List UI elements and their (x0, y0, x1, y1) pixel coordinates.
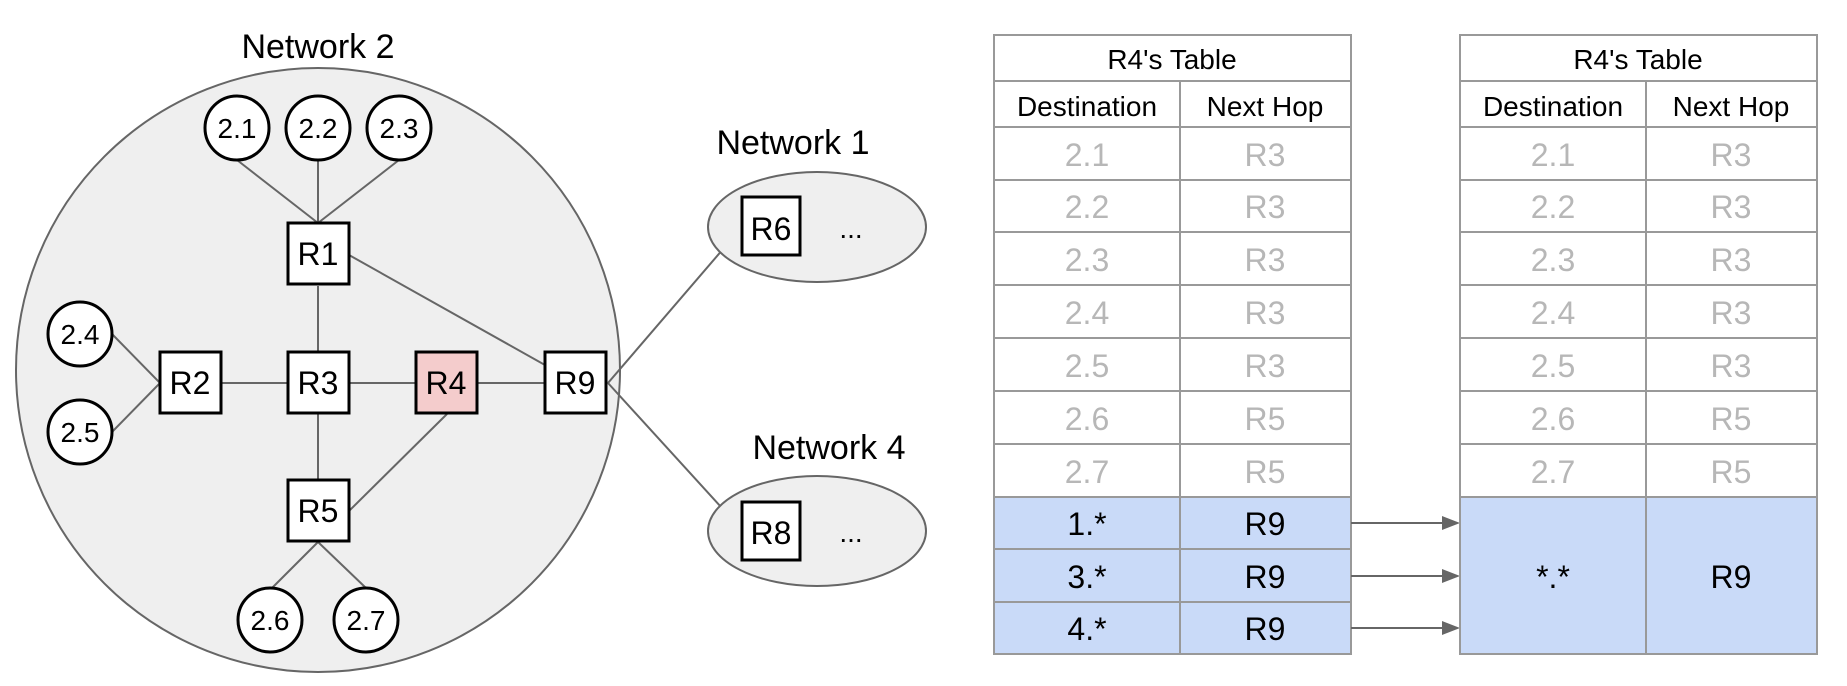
host-2-7 (332, 586, 400, 654)
column-header-destination: Destination (1017, 91, 1157, 122)
column-header-destination: Destination (1483, 91, 1623, 122)
table-cell: R3 (1711, 189, 1752, 225)
table-cell: R3 (1245, 189, 1286, 225)
table-cell: 3.* (1067, 559, 1106, 595)
router-r5 (286, 478, 351, 543)
table-cell: 2.7 (1065, 454, 1109, 490)
network-2-label: Network 2 (241, 28, 394, 66)
table-cell: R5 (1711, 401, 1752, 437)
host-labels: 2.1 2.2 2.3 2.4 2.5 2.6 2.7 (61, 113, 419, 636)
router-r9 (543, 350, 608, 415)
router-label: R2 (170, 365, 211, 401)
router-label: R5 (298, 493, 339, 529)
host-label: 2.7 (347, 605, 386, 636)
table-cell: 2.5 (1065, 348, 1109, 384)
table-cell: 2.5 (1531, 348, 1575, 384)
host-label: 2.5 (61, 417, 100, 448)
router-r6 (740, 195, 802, 257)
network-1-label: Network 1 (716, 124, 869, 162)
router-r2 (158, 350, 223, 415)
network-4-label: Network 4 (752, 429, 905, 467)
router-label: R3 (298, 365, 339, 401)
ellipsis-text: ... (839, 517, 862, 548)
table-cell: R3 (1711, 295, 1752, 331)
host-2-2 (284, 94, 352, 162)
table-cell: R3 (1711, 137, 1752, 173)
table-cell: 2.6 (1531, 401, 1575, 437)
table-cell: 1.* (1067, 506, 1106, 542)
router-label: R4 (426, 365, 467, 401)
aggregate-row-highlight (1460, 497, 1817, 654)
table-cell: 4.* (1067, 611, 1106, 647)
network-2-links (111, 159, 743, 589)
table-cell: 2.3 (1531, 242, 1575, 278)
table-cell: R5 (1711, 454, 1752, 490)
host-2-1 (203, 94, 271, 162)
table-cell: 2.6 (1065, 401, 1109, 437)
host-label: 2.4 (61, 319, 100, 350)
table-cell: R3 (1711, 348, 1752, 384)
router-label: R1 (298, 236, 339, 272)
host-label: 2.3 (380, 113, 419, 144)
table-cell: 2.1 (1531, 137, 1575, 173)
summary-rows-highlight (994, 497, 1351, 654)
table-cell: 2.4 (1531, 295, 1575, 331)
router-r3 (286, 350, 351, 415)
table-cell: R3 (1245, 348, 1286, 384)
aggregation-arrows (1351, 516, 1460, 635)
host-2-5 (46, 398, 114, 466)
column-header-next-hop: Next Hop (1673, 91, 1790, 122)
table-cell: R5 (1245, 454, 1286, 490)
host-2-4 (46, 300, 114, 368)
host-label: 2.2 (299, 113, 338, 144)
table-cell: R5 (1245, 401, 1286, 437)
ellipsis-text: ... (839, 213, 862, 244)
table-cell: 2.2 (1531, 189, 1575, 225)
router-label: R6 (751, 211, 792, 247)
router-labels: R1 R2 R3 R4 R5 R9 (170, 236, 596, 529)
table-title: R4's Table (1573, 44, 1702, 75)
aggregate-destination: *.* (1536, 559, 1570, 595)
table-cell: 2.2 (1065, 189, 1109, 225)
router-label: R9 (555, 365, 596, 401)
table-cell: R3 (1711, 242, 1752, 278)
table-cell: R3 (1245, 137, 1286, 173)
table-cell: 2.3 (1065, 242, 1109, 278)
router-nodes (158, 221, 608, 543)
host-label: 2.6 (251, 605, 290, 636)
router-r4 (414, 350, 479, 415)
router-r8 (740, 500, 802, 562)
table-cell: R9 (1245, 611, 1286, 647)
router-label: R8 (751, 515, 792, 551)
table-cell: R9 (1245, 506, 1286, 542)
table-cell: 2.1 (1065, 137, 1109, 173)
table-title: R4's Table (1107, 44, 1236, 75)
table-cell: 2.7 (1531, 454, 1575, 490)
host-2-6 (236, 586, 304, 654)
routing-table-left: R4's Table Destination Next Hop 2.1 R3 2… (993, 34, 1352, 655)
aggregate-next-hop: R9 (1711, 559, 1752, 595)
host-label: 2.1 (218, 113, 257, 144)
column-header-next-hop: Next Hop (1207, 91, 1324, 122)
router-r1 (286, 221, 351, 286)
table-cell: R3 (1245, 295, 1286, 331)
host-nodes (46, 94, 433, 654)
routing-table-right: R4's Table Destination Next Hop 2.1 R3 2… (1459, 34, 1818, 655)
table-cell: R9 (1245, 559, 1286, 595)
host-2-3 (365, 94, 433, 162)
table-cell: 2.4 (1065, 295, 1109, 331)
table-cell: R3 (1245, 242, 1286, 278)
